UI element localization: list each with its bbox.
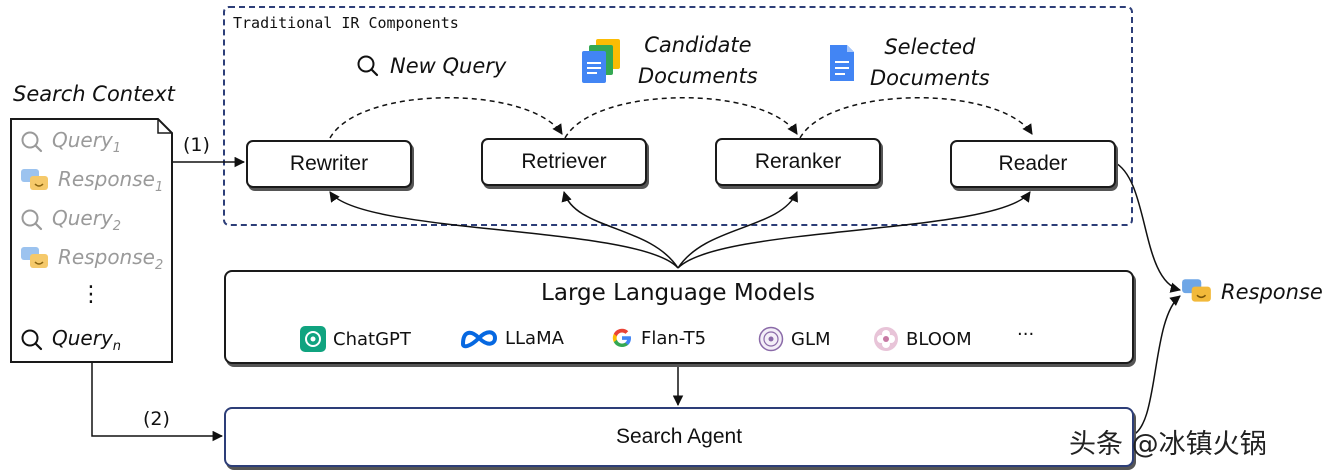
ir-group-title: Traditional IR Components	[233, 14, 459, 32]
search-context-title: Search Context	[13, 82, 175, 106]
search-agent-label: Search Agent	[615, 425, 743, 448]
search-icon	[357, 55, 379, 77]
step-1-label: (1)	[183, 134, 210, 156]
chat-bubble-icon	[21, 169, 48, 190]
candidate-docs-label: Candidate Documents	[580, 30, 758, 92]
ir-components-group	[223, 6, 1133, 226]
search-icon	[21, 131, 43, 153]
step-2-label: (2)	[143, 408, 170, 430]
context-query-n: Queryn	[20, 326, 121, 354]
chat-bubble-icon	[21, 247, 48, 268]
response-output: Response	[1181, 278, 1323, 306]
document-icon	[830, 45, 854, 81]
candidate-docs-line2: Documents	[638, 64, 758, 88]
model-llama-label: LLaMA	[505, 327, 564, 349]
context-response-1-label: Response1	[58, 167, 164, 195]
candidate-docs-line1: Candidate	[644, 33, 752, 57]
search-icon	[21, 209, 43, 231]
model-bloom-label: BLOOM	[906, 328, 972, 350]
model-glm: GLM	[758, 326, 831, 352]
chatgpt-logo-icon	[300, 326, 326, 352]
meta-logo-icon	[460, 330, 498, 349]
context-query-n-label: Queryn	[52, 326, 122, 354]
llm-box	[224, 270, 1134, 364]
context-query-2: Query2	[20, 206, 121, 234]
selected-docs-line2: Documents	[870, 66, 990, 90]
tsinghua-seal-icon	[758, 326, 784, 352]
edge-llm-reader	[677, 191, 1031, 269]
new-query-label: New Query	[356, 54, 506, 78]
rewriter-box: Rewriter	[246, 140, 412, 188]
model-more: ···	[1017, 324, 1035, 345]
edge-agent-response	[1129, 295, 1181, 437]
llm-title: Large Language Models	[541, 280, 815, 306]
context-response-2-label: Response2	[58, 245, 164, 273]
retriever-box: Retriever	[481, 138, 647, 186]
model-chatgpt: ChatGPT	[300, 326, 411, 352]
selected-docs-label: Selected Documents	[828, 32, 990, 94]
context-query-2-label: Query2	[52, 206, 122, 234]
context-response-2: Response2	[20, 245, 163, 273]
reranker-box: Reranker	[715, 138, 881, 186]
model-bloom: BLOOM	[873, 326, 972, 352]
edge-context-agent	[91, 362, 224, 442]
new-query-text: New Query	[390, 54, 507, 78]
chat-bubble-icon	[1182, 279, 1211, 302]
stacked-documents-icon	[582, 39, 620, 83]
arc-rewriter-retriever	[329, 97, 563, 139]
edge-reader-response	[1113, 161, 1182, 293]
search-context-panel	[10, 118, 173, 363]
edge-llm-retriever	[561, 190, 679, 269]
search-icon	[21, 329, 43, 351]
selected-docs-line1: Selected	[884, 35, 976, 59]
google-logo-icon	[612, 328, 631, 347]
response-label: Response	[1221, 280, 1323, 304]
reader-box: Reader	[950, 140, 1116, 188]
model-glm-label: GLM	[791, 328, 831, 350]
context-query-1: Query1	[20, 128, 121, 156]
model-chatgpt-label: ChatGPT	[333, 328, 411, 350]
arc-retriever-reranker	[564, 97, 798, 139]
edge-llm-rewriter	[329, 191, 679, 269]
arc-reranker-reader	[799, 97, 1033, 139]
model-llama: LLaMA	[460, 326, 564, 350]
edge-llm-reranker	[677, 191, 798, 269]
context-ellipsis: ⋮	[80, 282, 102, 307]
bloom-flower-icon	[874, 327, 898, 351]
watermark: 头条 @冰镇火锅	[1069, 429, 1267, 460]
model-flan-t5: Flan-T5	[610, 326, 706, 350]
model-flan-t5-label: Flan-T5	[641, 327, 707, 349]
context-response-1: Response1	[20, 167, 163, 195]
search-agent-box: Search Agent	[224, 407, 1134, 467]
context-query-1-label: Query1	[52, 128, 122, 156]
